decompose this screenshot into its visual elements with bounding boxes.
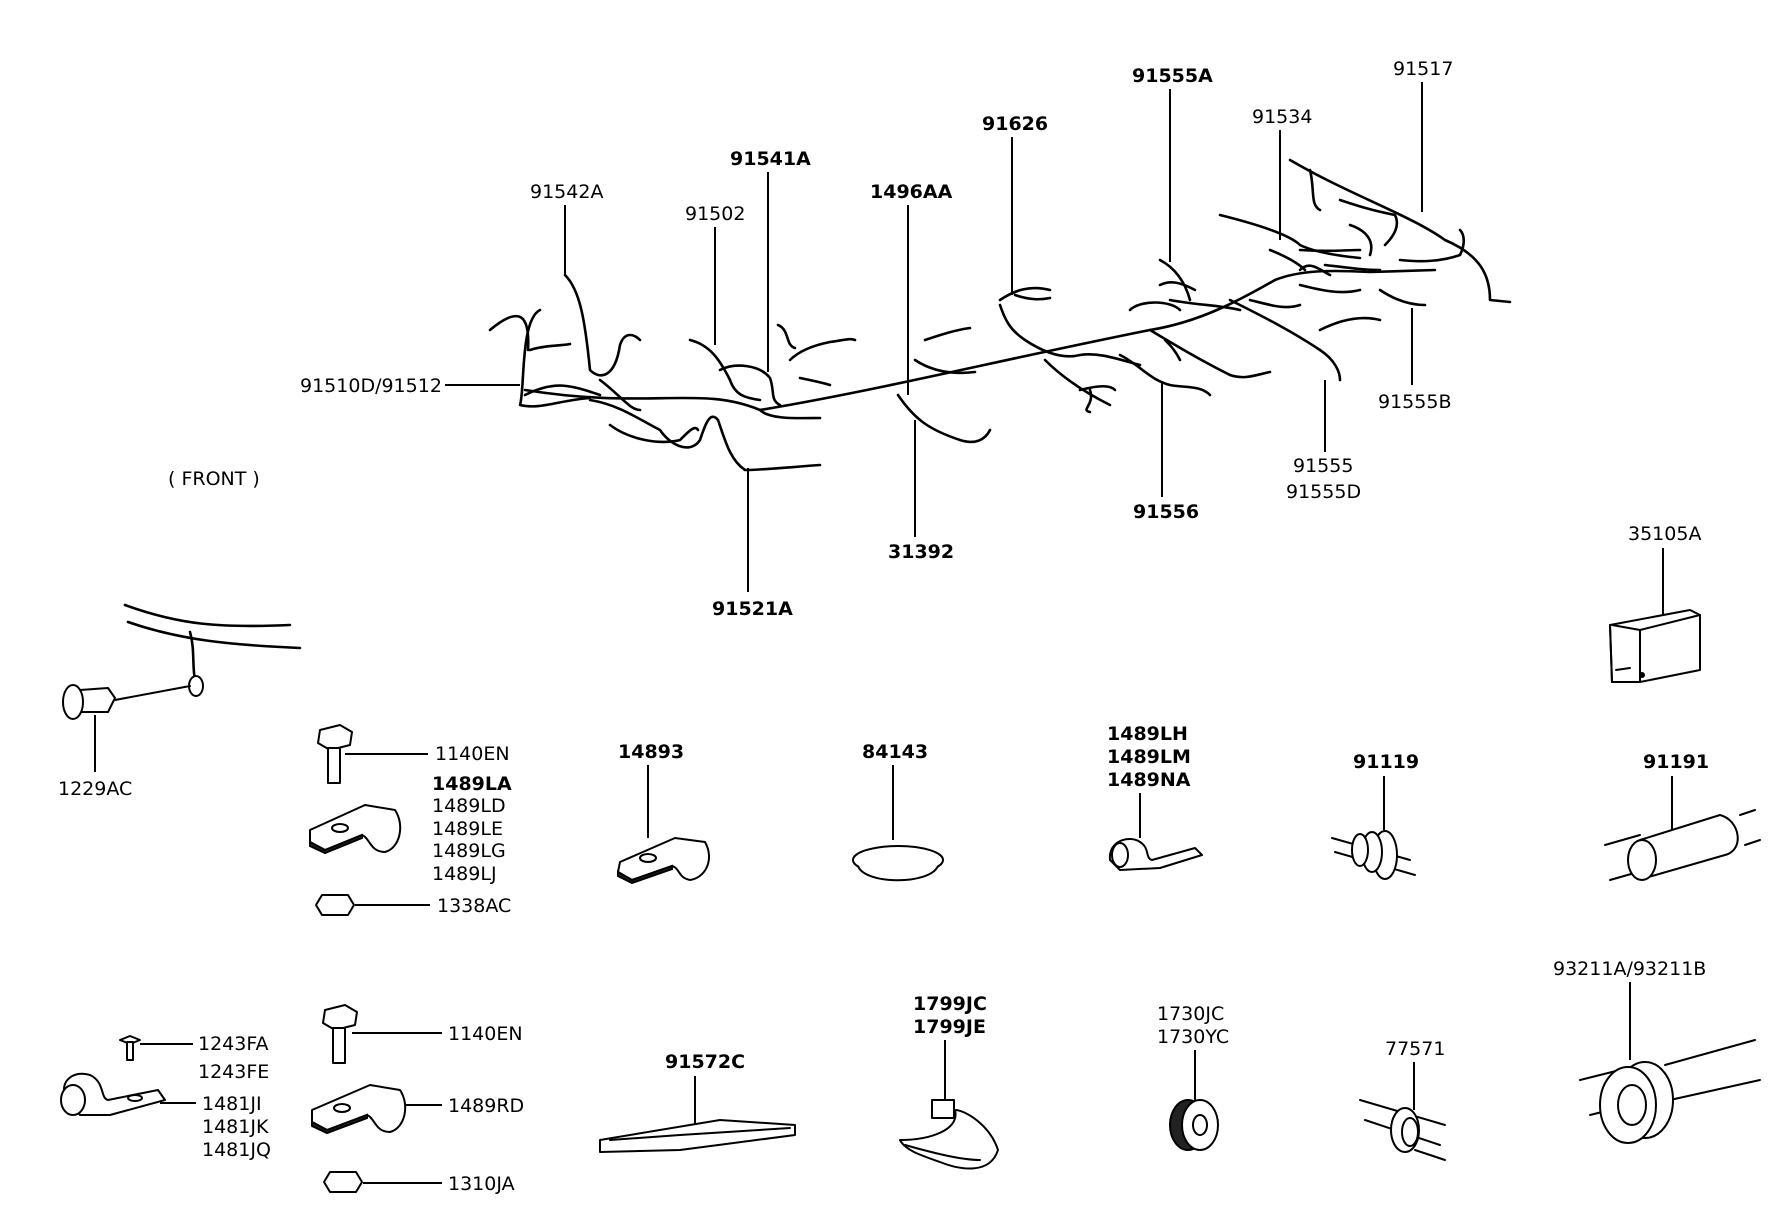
part-35105A-bracket: 35105A [1609, 523, 1701, 683]
label-1243FA: 1243FA [198, 1033, 269, 1055]
label-1310JA: 1310JA [448, 1173, 515, 1195]
label-91556: 91556 [1133, 501, 1199, 523]
label-91517: 91517 [1393, 58, 1453, 80]
part-84143-plug: 84143 [852, 741, 944, 882]
label-91572C: 91572C [665, 1051, 745, 1073]
label-1489LA: 1489LA [432, 773, 512, 795]
part-1481-clip-with-screw: 1243FA 1243FE 1481JI 1481JK 1481JQ [60, 1033, 271, 1161]
label-1229AC: 1229AC [58, 778, 132, 800]
label-1481JI: 1481JI [202, 1093, 262, 1115]
part-91191-tube: 91191 [1604, 751, 1761, 881]
label-91510D-91512: 91510D/91512 [300, 375, 442, 397]
label-1489LG: 1489LG [432, 840, 506, 862]
label-1489NA: 1489NA [1107, 769, 1191, 791]
part-1489LH-clip: 1489LH 1489LM 1489NA [1107, 723, 1203, 871]
part-91572C-pad: 91572C [599, 1051, 796, 1153]
part-clamp-assembly-2: 1140EN 1489RD 1310JA [311, 1004, 524, 1195]
label-91626: 91626 [982, 113, 1048, 135]
part-14893-clamp: 14893 [617, 741, 710, 885]
label-31392: 31392 [888, 541, 954, 563]
label-1481JQ: 1481JQ [202, 1139, 271, 1161]
label-1481JK: 1481JK [202, 1116, 269, 1138]
label-91502: 91502 [685, 203, 745, 225]
label-84143: 84143 [862, 741, 928, 763]
label-1489LE: 1489LE [432, 818, 503, 840]
label-1489LJ: 1489LJ [432, 863, 497, 885]
label-35105A: 35105A [1628, 523, 1701, 545]
part-93211A-grommet: 93211A/93211B [1553, 958, 1761, 1144]
label-91119: 91119 [1353, 751, 1419, 773]
front-label: ( FRONT ) [168, 468, 260, 490]
label-91534: 91534 [1252, 106, 1312, 128]
label-1338AC: 1338AC [437, 895, 511, 917]
label-91555: 91555 [1293, 455, 1353, 477]
part-77571-grommet: 77571 [1359, 1038, 1446, 1161]
label-1496AA: 1496AA [870, 181, 953, 203]
label-14893: 14893 [618, 741, 684, 763]
label-1489LD: 1489LD [432, 795, 506, 817]
label-1730JC: 1730JC [1157, 1003, 1224, 1025]
label-91542A: 91542A [530, 181, 603, 203]
part-clamp-assembly-1: 1140EN 1489LA 1489LD 1489LE 1489LG 1489L… [309, 724, 512, 917]
label-1243FE: 1243FE [198, 1061, 269, 1083]
label-91555A: 91555A [1132, 65, 1213, 87]
label-91555B: 91555B [1378, 391, 1451, 413]
part-1730JC-grommet: 1730JC 1730YC [1157, 1003, 1229, 1151]
main-wiring-harness [488, 158, 1512, 472]
label-1489LH: 1489LH [1107, 723, 1188, 745]
label-1489RD: 1489RD [448, 1095, 524, 1117]
label-91191: 91191 [1643, 751, 1709, 773]
part-1799JC-cable-tie: 1799JC 1799JE [899, 993, 999, 1170]
label-1489LM: 1489LM [1107, 746, 1191, 768]
part-1229AC-clip: 1229AC [58, 603, 302, 800]
label-91521A: 91521A [712, 598, 793, 620]
label-93211A-93211B: 93211A/93211B [1553, 958, 1706, 980]
label-1730YC: 1730YC [1157, 1026, 1229, 1048]
label-1799JC: 1799JC [913, 993, 987, 1015]
harness-callouts: ( FRONT ) 91542A 91502 91541A 1496AA 916… [168, 58, 1453, 620]
label-91555D: 91555D [1286, 481, 1361, 503]
part-91119-grommet: 91119 [1331, 751, 1419, 880]
label-1140EN-a: 1140EN [435, 743, 510, 765]
label-1799JE: 1799JE [913, 1016, 986, 1038]
label-91541A: 91541A [730, 148, 811, 170]
label-1140EN-b: 1140EN [448, 1023, 523, 1045]
label-77571: 77571 [1385, 1038, 1445, 1060]
